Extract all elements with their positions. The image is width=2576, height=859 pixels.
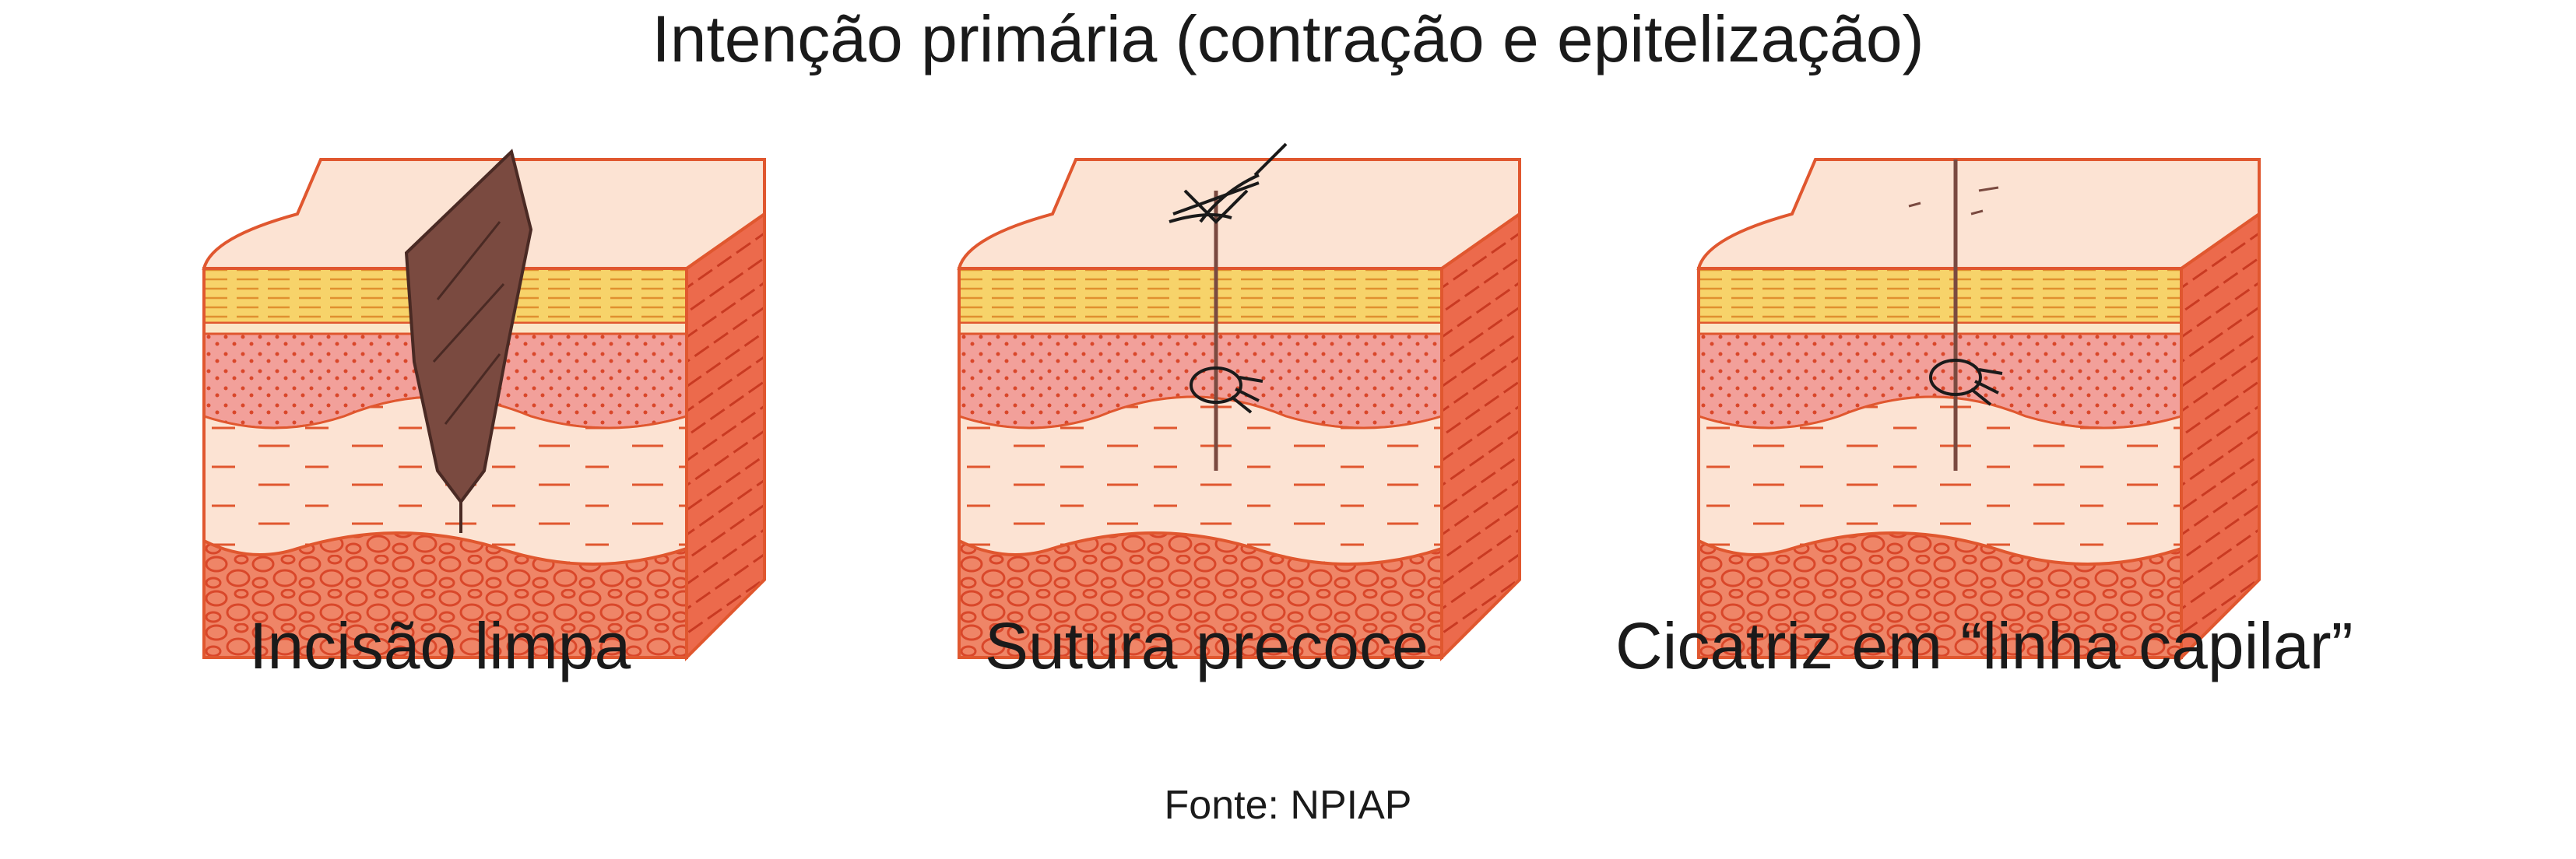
incision-wedge xyxy=(404,149,533,505)
deep-stitch xyxy=(1929,359,2003,406)
caption-early-suture: Sutura precoce xyxy=(985,609,1429,682)
caption-clean-incision: Incisão limpa xyxy=(249,609,631,682)
caption-hairline-scar: Cicatriz em “linha capilar” xyxy=(1615,609,2353,682)
source-note: Fonte: NPIAP xyxy=(1164,783,1412,828)
diagram-title: Intenção primária (contração e epiteliza… xyxy=(652,2,1924,75)
panel-clean-incision xyxy=(202,149,766,659)
panel-early-suture xyxy=(958,142,1521,659)
deep-stitch xyxy=(1190,366,1263,414)
panel-hairline-scar xyxy=(1697,158,2261,659)
stitches xyxy=(1169,142,1288,224)
